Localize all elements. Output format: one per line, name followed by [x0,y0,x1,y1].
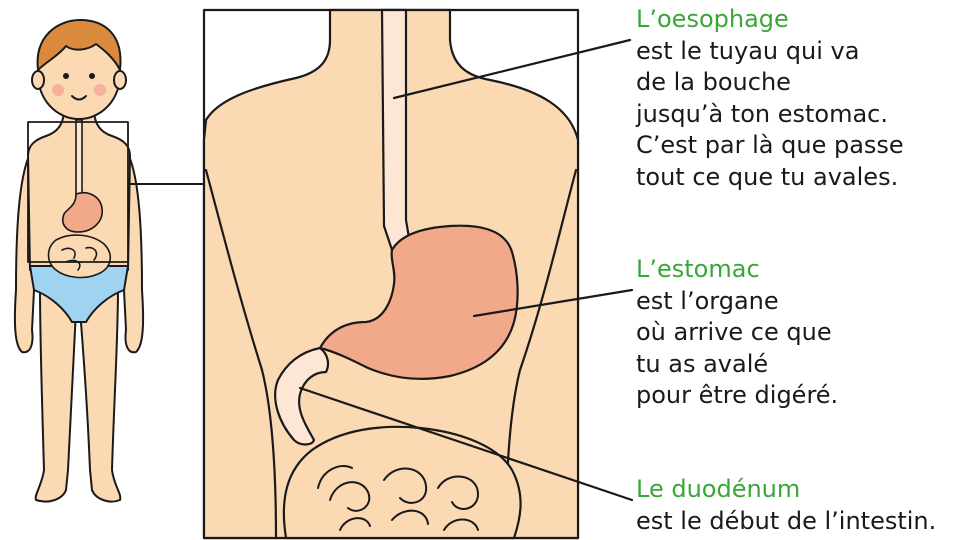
label-oesophagus: L’oesophage est le tuyau qui va de la bo… [636,4,904,193]
child-right-cheek [94,84,106,96]
label-stomach-line: pour être digéré. [636,380,838,412]
label-duodenum: Le duodénum est le début de l’intestin. [636,474,936,537]
child-left-ear [32,71,44,89]
child-right-ear [114,71,126,89]
child-oesophagus [76,120,82,196]
label-duodenum-line: est le début de l’intestin. [636,506,936,538]
child-figure [15,20,143,502]
label-oesophagus-line: C’est par là que passe [636,130,904,162]
label-oesophagus-line: est le tuyau qui va [636,36,904,68]
label-stomach-line: tu as avalé [636,349,838,381]
label-duodenum-title: Le duodénum [636,474,936,506]
enlarged-panel [204,10,578,538]
child-left-eye [63,73,69,79]
child-left-cheek [52,84,64,96]
child-right-eye [89,73,95,79]
child-intestines [49,235,111,277]
label-stomach: L’estomac est l’organe où arrive ce que … [636,254,838,412]
label-stomach-title: L’estomac [636,254,838,286]
label-oesophagus-line: tout ce que tu avales. [636,162,904,194]
label-stomach-line: où arrive ce que [636,317,838,349]
oesophagus [382,10,410,250]
label-stomach-line: est l’organe [636,286,838,318]
label-oesophagus-line: jusqu’à ton estomac. [636,99,904,131]
label-oesophagus-line: de la bouche [636,67,904,99]
label-oesophagus-title: L’oesophage [636,4,904,36]
